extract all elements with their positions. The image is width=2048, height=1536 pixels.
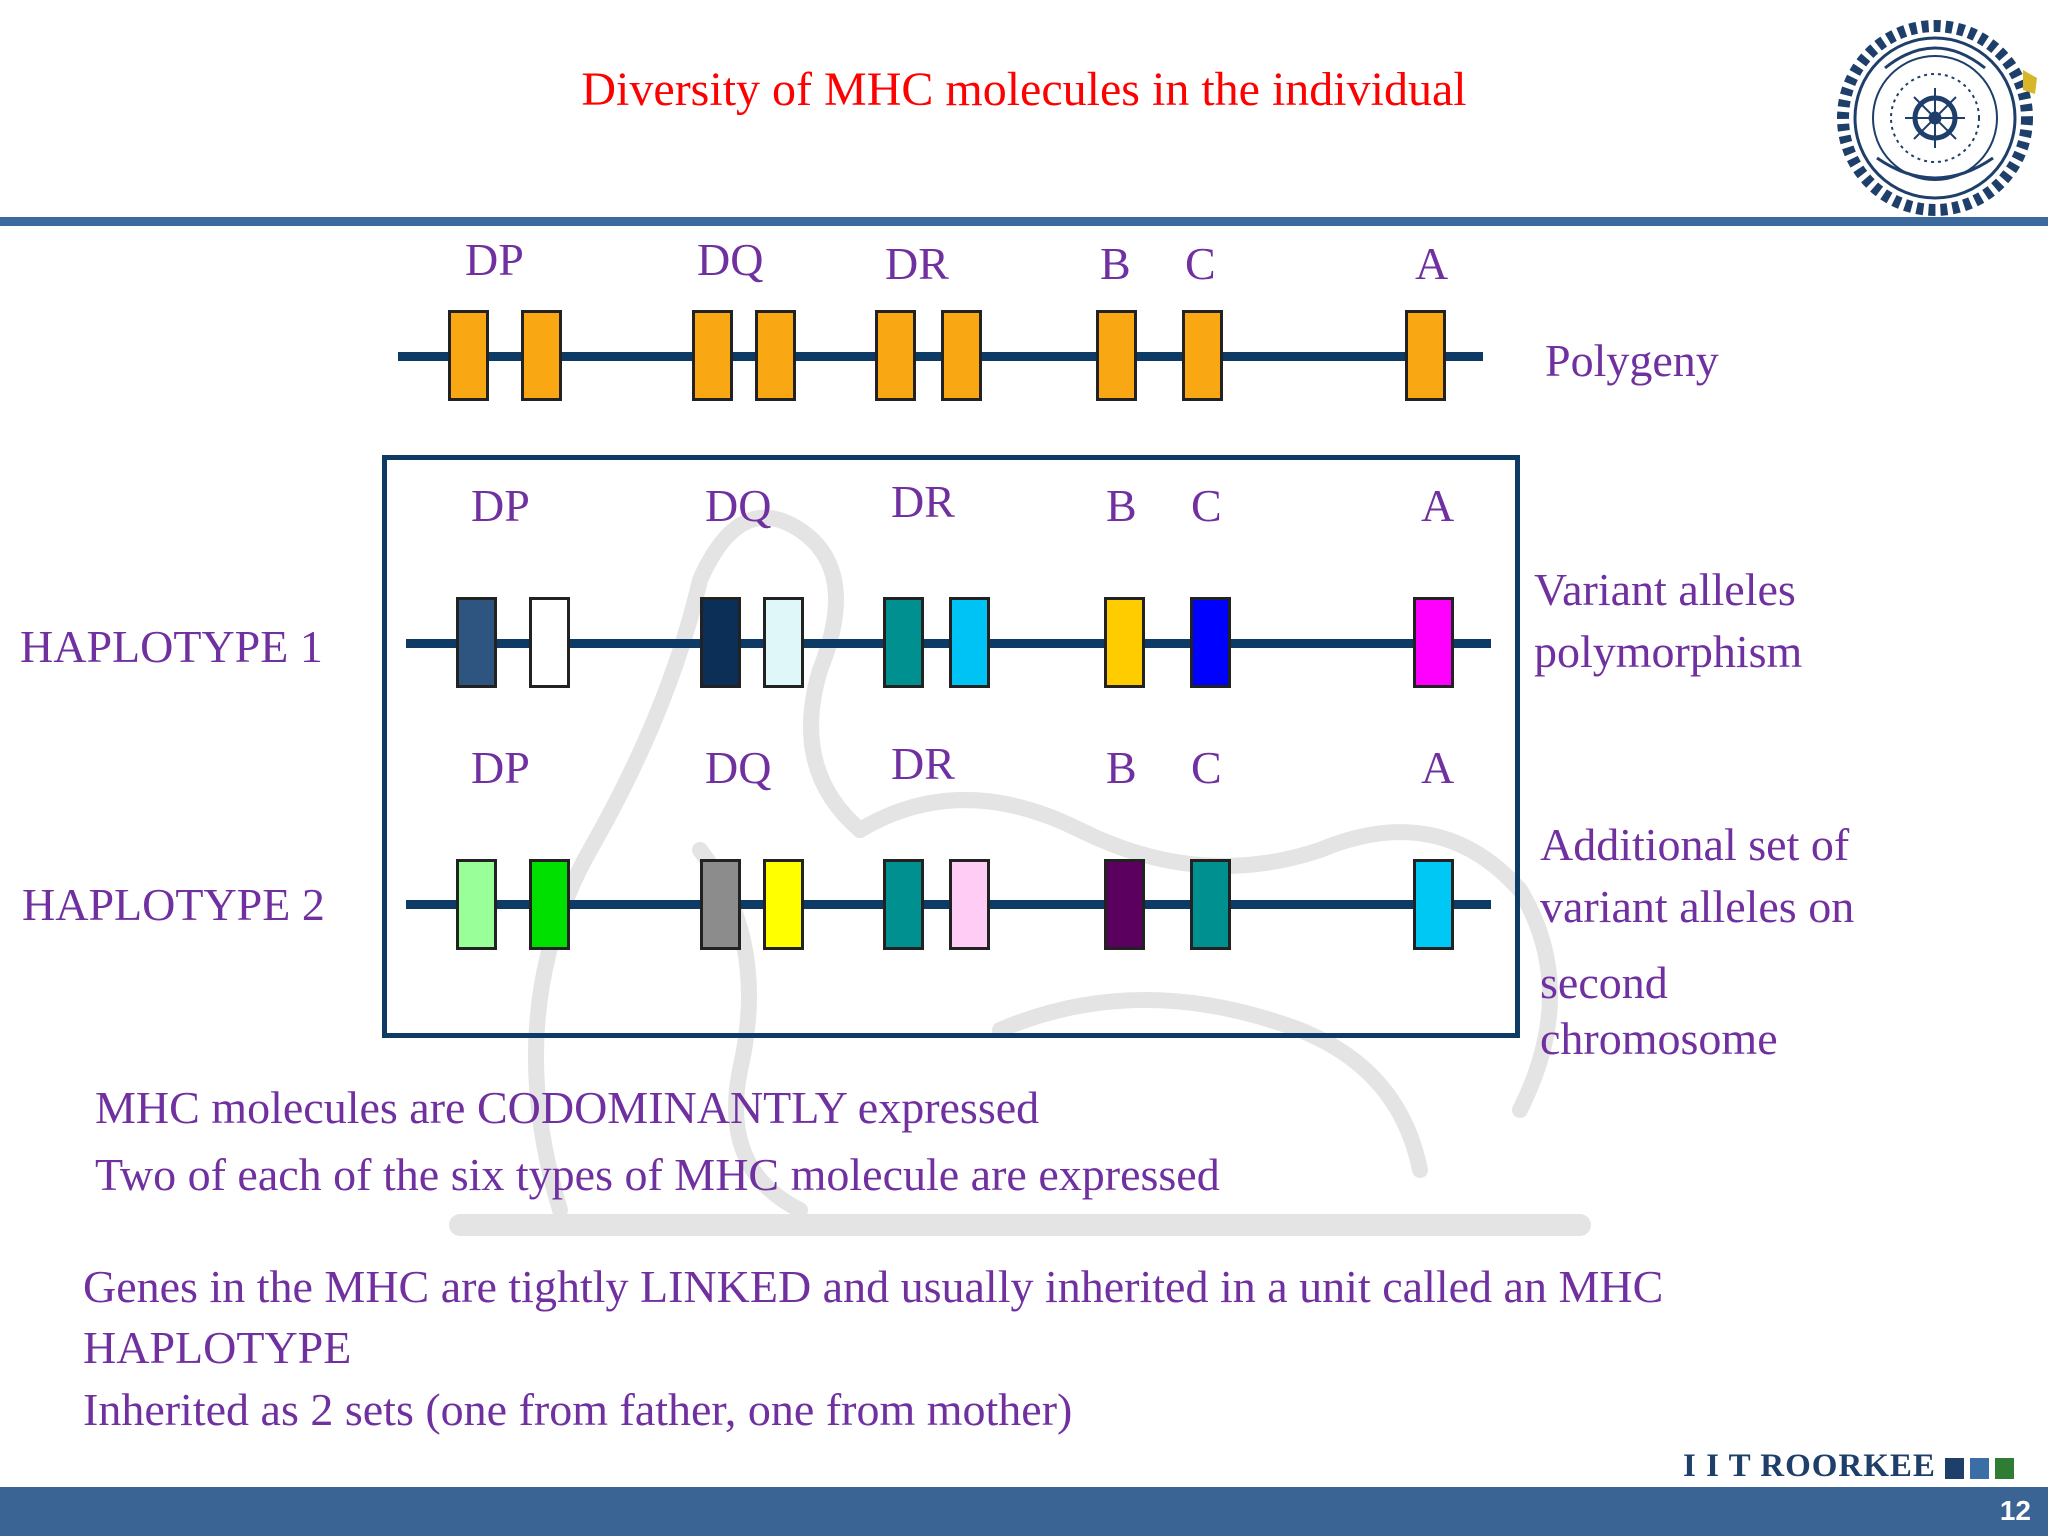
haplotype2-note-line: chromosome bbox=[1540, 1013, 1778, 1064]
haplotype2-note-line: Additional set of bbox=[1540, 819, 1850, 870]
gene-box bbox=[529, 859, 570, 950]
chromosome-line bbox=[406, 900, 1491, 909]
locus-label-c: C bbox=[1185, 238, 1216, 289]
gene-box bbox=[763, 859, 804, 950]
text-inherited: Inherited as 2 sets (one from father, on… bbox=[83, 1384, 1073, 1435]
locus-label-b: B bbox=[1100, 238, 1131, 289]
haplotype1-note-line: polymorphism bbox=[1534, 626, 1803, 677]
gene-box bbox=[949, 597, 990, 688]
brand-square bbox=[1995, 1458, 2014, 1479]
gene-box bbox=[700, 597, 741, 688]
gene-box bbox=[755, 310, 796, 401]
gene-box bbox=[1104, 859, 1145, 950]
gene-box bbox=[883, 597, 924, 688]
text-codominant: MHC molecules are CODOMINANTLY expressed bbox=[95, 1082, 1040, 1133]
gene-box bbox=[1190, 597, 1231, 688]
haplotype2-note-line: second bbox=[1540, 957, 1668, 1008]
locus-label-c: C bbox=[1191, 480, 1222, 531]
haplotype2-label: HAPLOTYPE 2 bbox=[22, 879, 325, 930]
institute-seal-logo bbox=[1837, 20, 2037, 216]
gene-box bbox=[883, 859, 924, 950]
gene-box bbox=[1182, 310, 1223, 401]
haplotype-box bbox=[382, 455, 1520, 1038]
slide-title: Diversity of MHC molecules in the indivi… bbox=[581, 63, 1467, 116]
gene-box bbox=[1190, 859, 1231, 950]
locus-label-b: B bbox=[1106, 742, 1137, 793]
locus-label-dp: DP bbox=[465, 234, 524, 285]
polygeny-label: Polygeny bbox=[1545, 335, 1719, 386]
haplotype2-note-line: variant alleles on bbox=[1540, 881, 1855, 932]
footer-bar bbox=[0, 1487, 2048, 1536]
brand-square bbox=[1970, 1458, 1989, 1479]
gene-box bbox=[763, 597, 804, 688]
gene-box bbox=[456, 597, 497, 688]
gene-box bbox=[941, 310, 982, 401]
locus-label-c: C bbox=[1191, 742, 1222, 793]
locus-label-dr: DR bbox=[891, 476, 955, 527]
locus-label-a: A bbox=[1415, 238, 1449, 289]
gene-box bbox=[692, 310, 733, 401]
locus-label-dq: DQ bbox=[697, 234, 764, 285]
gene-box bbox=[1096, 310, 1137, 401]
locus-label-dr: DR bbox=[885, 238, 949, 289]
locus-label-dp: DP bbox=[471, 480, 530, 531]
gene-box bbox=[1405, 310, 1446, 401]
gene-box bbox=[875, 310, 916, 401]
gene-box bbox=[529, 597, 570, 688]
gene-box bbox=[949, 859, 990, 950]
chromosome-line bbox=[398, 352, 1483, 361]
locus-label-dr: DR bbox=[891, 738, 955, 789]
gene-box bbox=[456, 859, 497, 950]
locus-label-a: A bbox=[1421, 742, 1455, 793]
text-linked-line2: HAPLOTYPE bbox=[83, 1322, 352, 1373]
locus-label-b: B bbox=[1106, 480, 1137, 531]
gene-box bbox=[521, 310, 562, 401]
gene-box bbox=[1413, 859, 1454, 950]
locus-label-dq: DQ bbox=[705, 742, 772, 793]
gene-box bbox=[1413, 597, 1454, 688]
gene-box bbox=[700, 859, 741, 950]
locus-label-dq: DQ bbox=[705, 480, 772, 531]
header-divider bbox=[0, 217, 2048, 226]
haplotype1-label: HAPLOTYPE 1 bbox=[20, 621, 323, 672]
text-two-of-each: Two of each of the six types of MHC mole… bbox=[95, 1149, 1220, 1200]
text-linked-line1: Genes in the MHC are tightly LINKED and … bbox=[83, 1261, 1664, 1312]
haplotype1-note-line: Variant alleles bbox=[1534, 564, 1796, 615]
page-number: 12 bbox=[1999, 1495, 2031, 1526]
gene-box bbox=[1104, 597, 1145, 688]
locus-label-a: A bbox=[1421, 480, 1455, 531]
chromosome-line bbox=[406, 639, 1491, 648]
gene-box bbox=[448, 310, 489, 401]
brand-square bbox=[1945, 1458, 1964, 1479]
locus-label-dp: DP bbox=[471, 742, 530, 793]
brand-wordmark: I I T ROORKEE bbox=[1683, 1448, 1936, 1484]
